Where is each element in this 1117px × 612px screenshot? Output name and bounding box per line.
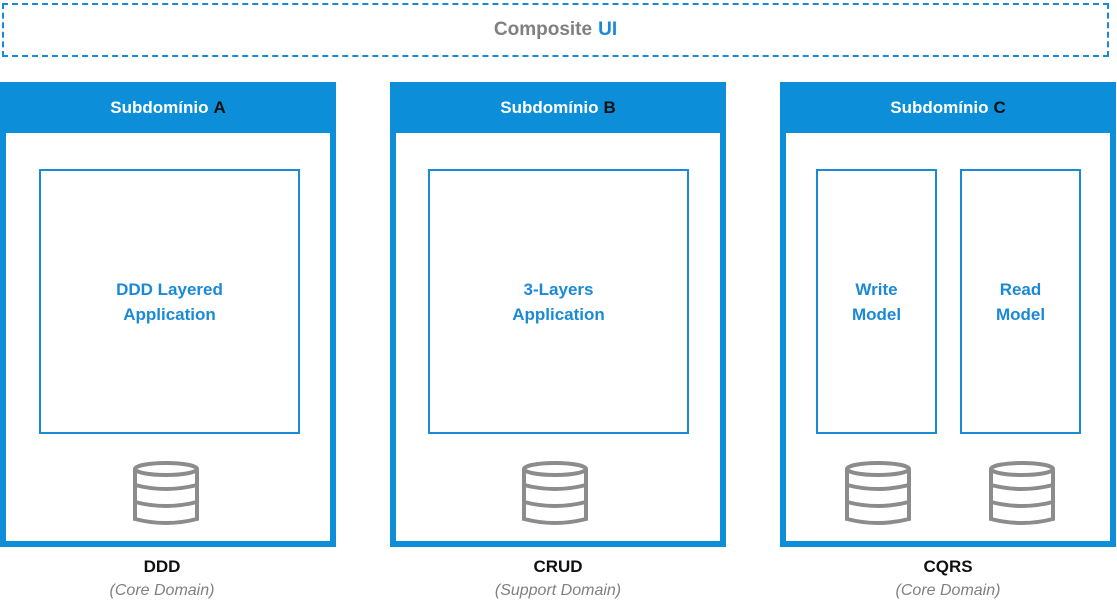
ddd-layered-application-box: DDD Layered Application bbox=[39, 169, 300, 434]
subdomain-a-header: Subdomínio A bbox=[0, 82, 336, 133]
caption-cqrs-type: (Core Domain) bbox=[895, 582, 1001, 599]
subdomain-b: Subdomínio B 3-Layers Application bbox=[390, 82, 726, 547]
subdomain-c-title: Subdomínio bbox=[890, 97, 989, 117]
write-database-icon bbox=[845, 461, 911, 525]
caption-crud: CRUD (Support Domain) bbox=[390, 556, 726, 604]
three-layers-application-box: 3-Layers Application bbox=[428, 169, 689, 434]
subdomain-a-letter: A bbox=[213, 97, 226, 117]
subdomain-a: Subdomínio A DDD Layered Application bbox=[0, 82, 336, 547]
database-icon bbox=[522, 461, 588, 525]
caption-ddd-type: (Core Domain) bbox=[109, 582, 215, 599]
caption-cqrs-name: CQRS bbox=[923, 557, 973, 576]
subdomain-b-title: Subdomínio bbox=[500, 97, 599, 117]
subdomain-b-letter: B bbox=[603, 97, 616, 117]
composite-label: Composite bbox=[493, 19, 593, 40]
caption-cqrs: CQRS (Core Domain) bbox=[780, 556, 1116, 604]
subdomain-c-letter: C bbox=[993, 97, 1006, 117]
subdomain-c: Subdomínio C Write Model Read Model bbox=[780, 82, 1116, 547]
subdomain-c-header: Subdomínio C bbox=[780, 82, 1116, 133]
read-database-icon bbox=[989, 461, 1055, 525]
caption-crud-type: (Support Domain) bbox=[494, 582, 622, 599]
composite-ui-box: Composite UI bbox=[2, 3, 1109, 57]
subdomain-a-title: Subdomínio bbox=[110, 97, 209, 117]
caption-crud-name: CRUD bbox=[533, 557, 583, 576]
read-model-box: Read Model bbox=[960, 169, 1081, 434]
caption-ddd-name: DDD bbox=[143, 557, 181, 576]
write-model-box: Write Model bbox=[816, 169, 937, 434]
subdomain-b-header: Subdomínio B bbox=[390, 82, 726, 133]
database-icon bbox=[133, 461, 199, 525]
composite-accent: UI bbox=[598, 19, 618, 40]
caption-ddd: DDD (Core Domain) bbox=[0, 556, 330, 604]
